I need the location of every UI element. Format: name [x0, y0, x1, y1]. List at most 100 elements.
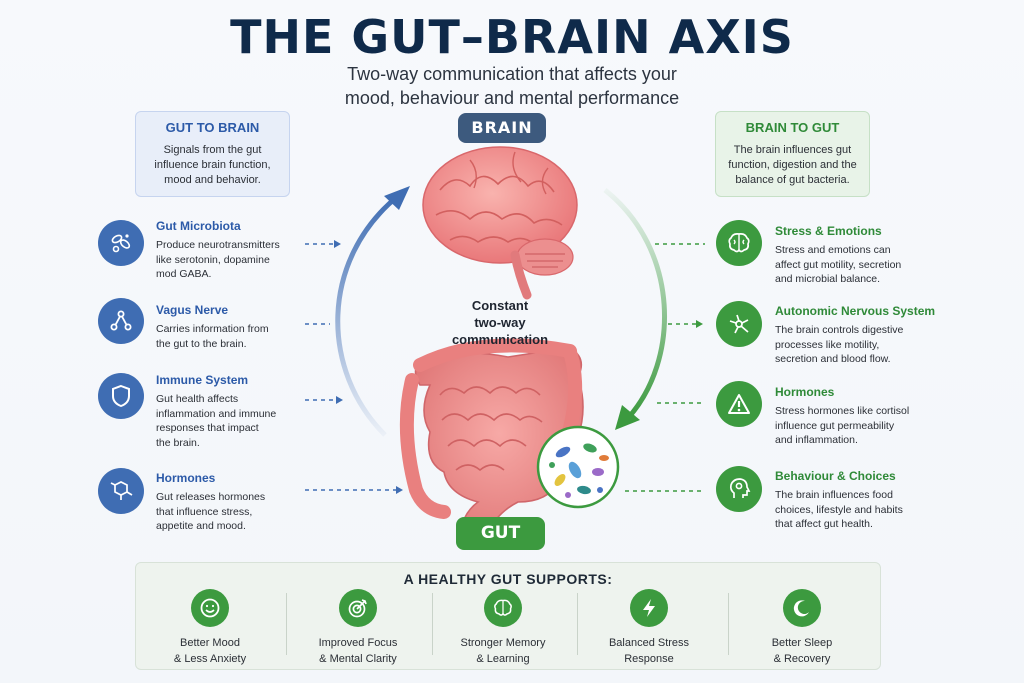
- left-item-gut-microbiota: Gut Microbiota Produce neurotransmitters…: [156, 219, 326, 282]
- neuron-icon: [716, 301, 762, 347]
- item-desc: Gut health affects inflammation and immu…: [156, 392, 326, 450]
- benefit-line: Balanced Stress: [608, 637, 690, 649]
- left-item-hormones: Hormones Gut releases hormones that infl…: [156, 471, 326, 534]
- desc-line: that affect gut health.: [775, 518, 873, 530]
- brain-label: BRAIN: [458, 113, 546, 143]
- gut-illustration: [399, 338, 584, 540]
- benefit-line: Improved Focus: [318, 637, 398, 649]
- brain-icon: [716, 220, 762, 266]
- right-item-autonomic-nervous-system: Autonomic Nervous System The brain contr…: [775, 304, 975, 367]
- desc-line: The brain influences food: [775, 489, 893, 501]
- desc-line: and inflammation.: [775, 434, 858, 446]
- item-desc: The brain influences food choices, lifes…: [775, 488, 975, 532]
- item-title: Hormones: [156, 471, 216, 485]
- benefit-text: Stronger Memory & Learning: [433, 635, 573, 667]
- benefit-line: & Mental Clarity: [319, 653, 397, 665]
- gut-to-brain-text: Signals from the gut influence brain fun…: [146, 143, 279, 188]
- desc-line: influence gut permeability: [775, 419, 895, 432]
- item-desc: Gut releases hormones that influence str…: [156, 490, 326, 534]
- item-title: Autonomic Nervous System: [775, 304, 936, 318]
- subtitle-line: Two-way communication that affects your: [347, 64, 677, 84]
- item-desc: Carries information from the gut to the …: [156, 322, 326, 351]
- benefit-line: & Learning: [476, 653, 530, 665]
- brain-to-gut-arrowhead: [615, 405, 640, 430]
- text-line: mood and behavior.: [164, 174, 261, 186]
- item-desc: Stress and emotions can affect gut motil…: [775, 243, 975, 287]
- desc-line: secretion and blood flow.: [775, 353, 891, 365]
- desc-line: appetite and mood.: [156, 520, 246, 532]
- desc-line: Carries information from: [156, 323, 269, 335]
- desc-line: choices, lifestyle and habits: [775, 503, 903, 516]
- head-gear-icon: [716, 466, 762, 512]
- benefit-line: & Recovery: [773, 653, 831, 665]
- desc-line: inflammation and immune: [156, 407, 277, 420]
- item-title: Behaviour & Choices: [775, 469, 896, 483]
- desc-line: Stress hormones like cortisol: [775, 405, 910, 417]
- desc-line: mod GABA.: [156, 268, 212, 280]
- item-desc: Stress hormones like cortisol influence …: [775, 404, 975, 448]
- warning-icon: [716, 381, 762, 427]
- brain-to-gut-text: The brain influences gut function, diges…: [726, 143, 859, 188]
- desc-line: Gut health affects: [156, 393, 239, 405]
- text-line: balance of gut bacteria.: [735, 174, 850, 186]
- text-line: Signals from the gut: [163, 144, 262, 156]
- benefit-line: & Less Anxiety: [173, 653, 247, 665]
- center-caption: Constant two-way communication: [440, 297, 560, 348]
- benefit-text: Better Sleep & Recovery: [732, 635, 872, 667]
- healthy-gut-title: A HEALTHY GUT SUPPORTS:: [403, 571, 613, 587]
- divider: [577, 593, 578, 655]
- text-line: The brain influences gut: [733, 144, 852, 156]
- benefit-line: Response: [624, 653, 674, 665]
- item-title: Stress & Emotions: [775, 224, 882, 238]
- right-item-stress-emotions: Stress & Emotions Stress and emotions ca…: [775, 224, 975, 287]
- brain-to-gut-box: BRAIN TO GUT The brain influences gut fu…: [715, 111, 870, 197]
- molecule-icon: [98, 468, 144, 514]
- gut-to-brain-arrowhead: [384, 186, 410, 210]
- item-desc: The brain controls digestive processes l…: [775, 323, 975, 367]
- item-desc: Produce neurotransmitters like serotonin…: [156, 238, 326, 282]
- benefit-improved-focus: Improved Focus & Mental Clarity: [288, 589, 428, 667]
- desc-line: Produce neurotransmitters: [156, 239, 280, 251]
- item-title: Vagus Nerve: [156, 303, 229, 317]
- brain-icon: [484, 589, 522, 627]
- text-line: function, digestion and the: [728, 159, 857, 171]
- benefit-text: Balanced Stress Response: [579, 635, 719, 667]
- caption-line: two-way: [474, 315, 526, 330]
- benefit-line: Better Sleep: [771, 637, 833, 649]
- left-item-immune-system: Immune System Gut health affects inflamm…: [156, 373, 326, 450]
- microbiota-icon: [98, 220, 144, 266]
- page-subtitle: Two-way communication that affects your …: [262, 62, 762, 110]
- benefit-line: Stronger Memory: [460, 637, 546, 649]
- desc-line: processes like motility,: [775, 338, 880, 351]
- nerve-icon: [98, 298, 144, 344]
- desc-line: Gut releases hormones: [156, 491, 266, 503]
- gut-to-brain-arrow: [335, 194, 400, 437]
- shield-icon: [98, 373, 144, 419]
- benefit-balanced-stress: Balanced Stress Response: [579, 589, 719, 667]
- left-item-vagus-nerve: Vagus Nerve Carries information from the…: [156, 303, 326, 351]
- right-item-behaviour-choices: Behaviour & Choices The brain influences…: [775, 469, 975, 532]
- brain-to-gut-title: BRAIN TO GUT: [745, 120, 840, 135]
- smile-icon: [191, 589, 229, 627]
- text-line: influence brain function,: [154, 159, 271, 171]
- desc-line: that influence stress,: [156, 505, 253, 518]
- caption-line: Constant: [471, 298, 529, 313]
- caption-line: communication: [451, 332, 549, 347]
- benefit-better-sleep: Better Sleep & Recovery: [732, 589, 872, 667]
- brain-illustration: [422, 146, 578, 300]
- lightning-icon: [630, 589, 668, 627]
- desc-line: the gut to the brain.: [156, 337, 247, 350]
- benefit-line: Better Mood: [180, 637, 240, 649]
- benefit-text: Improved Focus & Mental Clarity: [288, 635, 428, 667]
- desc-line: like serotonin, dopamine: [156, 253, 270, 266]
- target-icon: [339, 589, 377, 627]
- item-title: Hormones: [775, 385, 835, 399]
- benefit-text: Better Mood & Less Anxiety: [140, 635, 280, 667]
- desc-line: Stress and emotions can: [775, 244, 891, 256]
- brain-to-gut-arrow: [603, 188, 667, 420]
- healthy-gut-panel: A HEALTHY GUT SUPPORTS: Better Mood & Le…: [135, 562, 881, 670]
- divider: [286, 593, 287, 655]
- desc-line: The brain controls digestive: [775, 324, 904, 336]
- item-title: Gut Microbiota: [156, 219, 241, 233]
